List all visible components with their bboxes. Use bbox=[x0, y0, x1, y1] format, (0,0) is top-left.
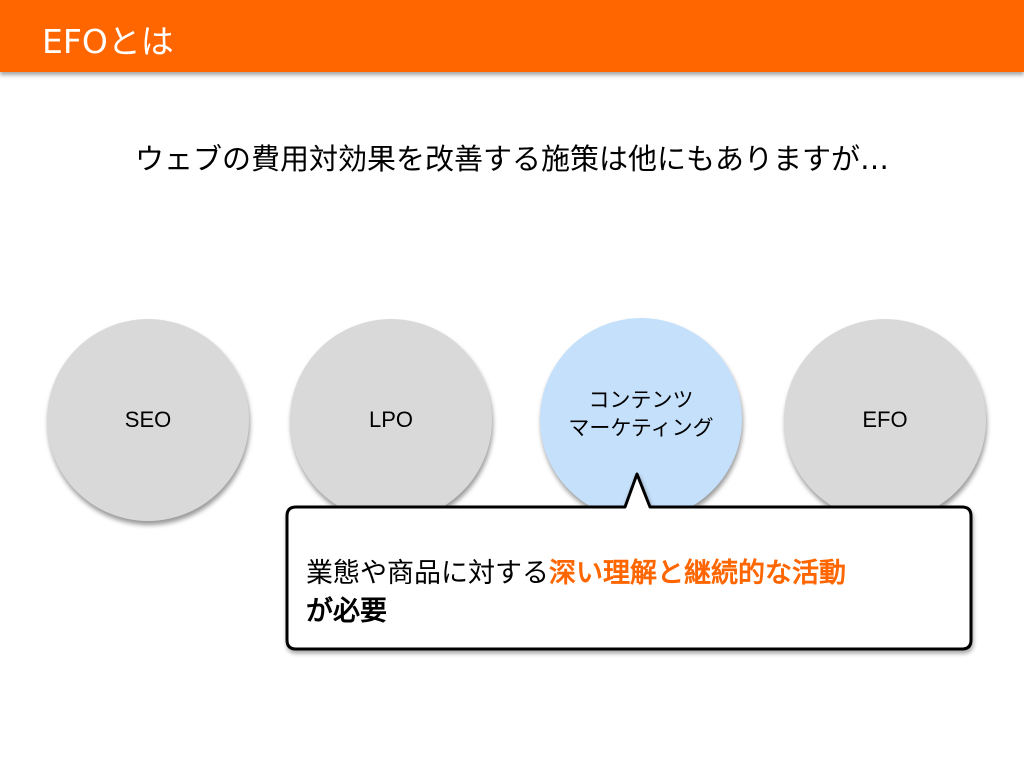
circle-label: LPO bbox=[368, 407, 414, 432]
circle-lpo: LPO bbox=[290, 319, 492, 521]
callout-text-emphasis: 深い理解と継続的な活動 bbox=[549, 558, 846, 589]
lead-text: ウェブの費用対効果を改善する施策は他にもありますが… bbox=[134, 142, 889, 176]
circle-label: SEO bbox=[124, 407, 172, 432]
circle-label: コンテンツ マーケティング bbox=[568, 389, 714, 440]
slide-title: EFOとは bbox=[42, 22, 174, 61]
circle-content-marketing: コンテンツ マーケティング bbox=[540, 318, 742, 520]
title-bar: EFOとは bbox=[0, 0, 1024, 72]
callout-text-tail: が必要 bbox=[306, 596, 387, 627]
circle-label: EFO bbox=[862, 407, 908, 432]
callout-text: 業態や商品に対する深い理解と継続的な活動が必要 bbox=[306, 555, 956, 631]
circle-seo: SEO bbox=[47, 319, 249, 521]
circle-efo: EFO bbox=[784, 319, 986, 521]
callout-text-plain: 業態や商品に対する bbox=[306, 558, 549, 589]
